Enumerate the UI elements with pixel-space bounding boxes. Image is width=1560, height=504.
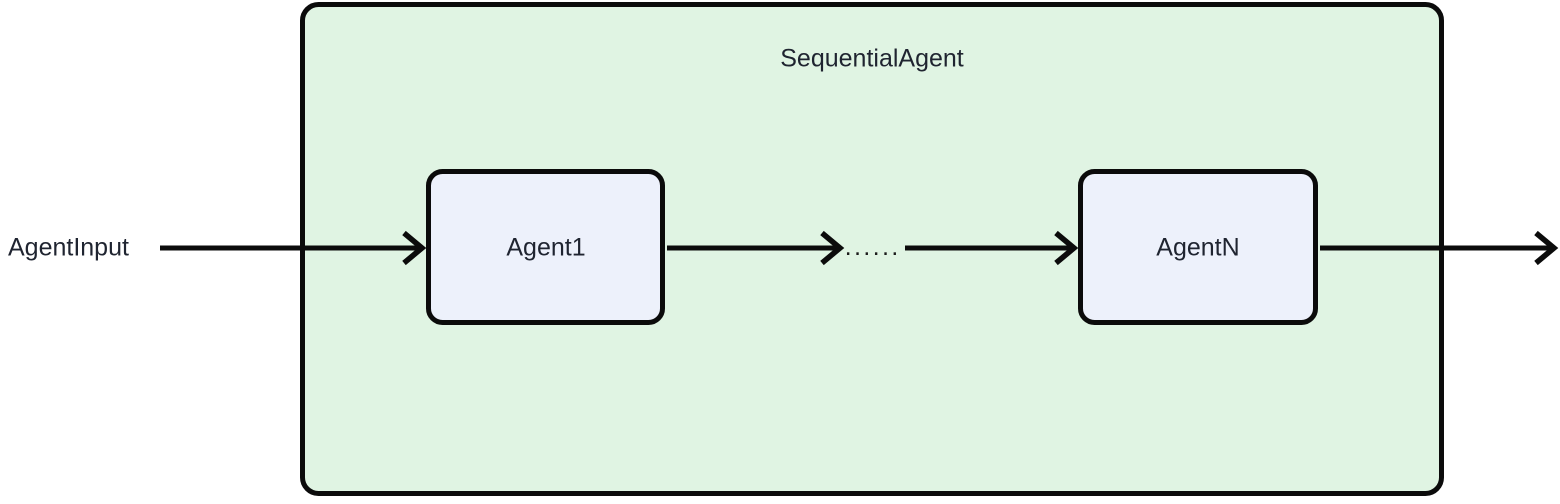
edge-ellipsis-to-agentN [905, 230, 1079, 266]
edge-agentN-to-output [1320, 230, 1559, 266]
node-agentN[interactable]: AgentN [1078, 169, 1318, 325]
arrowhead-into-agentN [1054, 230, 1079, 266]
arrowhead-output [1534, 230, 1559, 266]
agentN-box[interactable] [1078, 169, 1318, 325]
agent-input-label: AgentInput [8, 234, 129, 262]
arrowhead-into-agent1 [402, 230, 427, 266]
edge-agent1-to-ellipsis [667, 230, 845, 266]
agentN-label: AgentN [1156, 234, 1239, 262]
ellipsis-label: ······ [844, 239, 900, 267]
agent1-label: Agent1 [506, 234, 585, 262]
arrowhead-before-ellipsis [820, 230, 845, 266]
agent1-box[interactable] [426, 169, 665, 325]
sequential-agent-title: SequentialAgent [780, 45, 964, 73]
edge-input-to-agent1 [160, 230, 427, 266]
node-agent1[interactable]: Agent1 [426, 169, 665, 325]
